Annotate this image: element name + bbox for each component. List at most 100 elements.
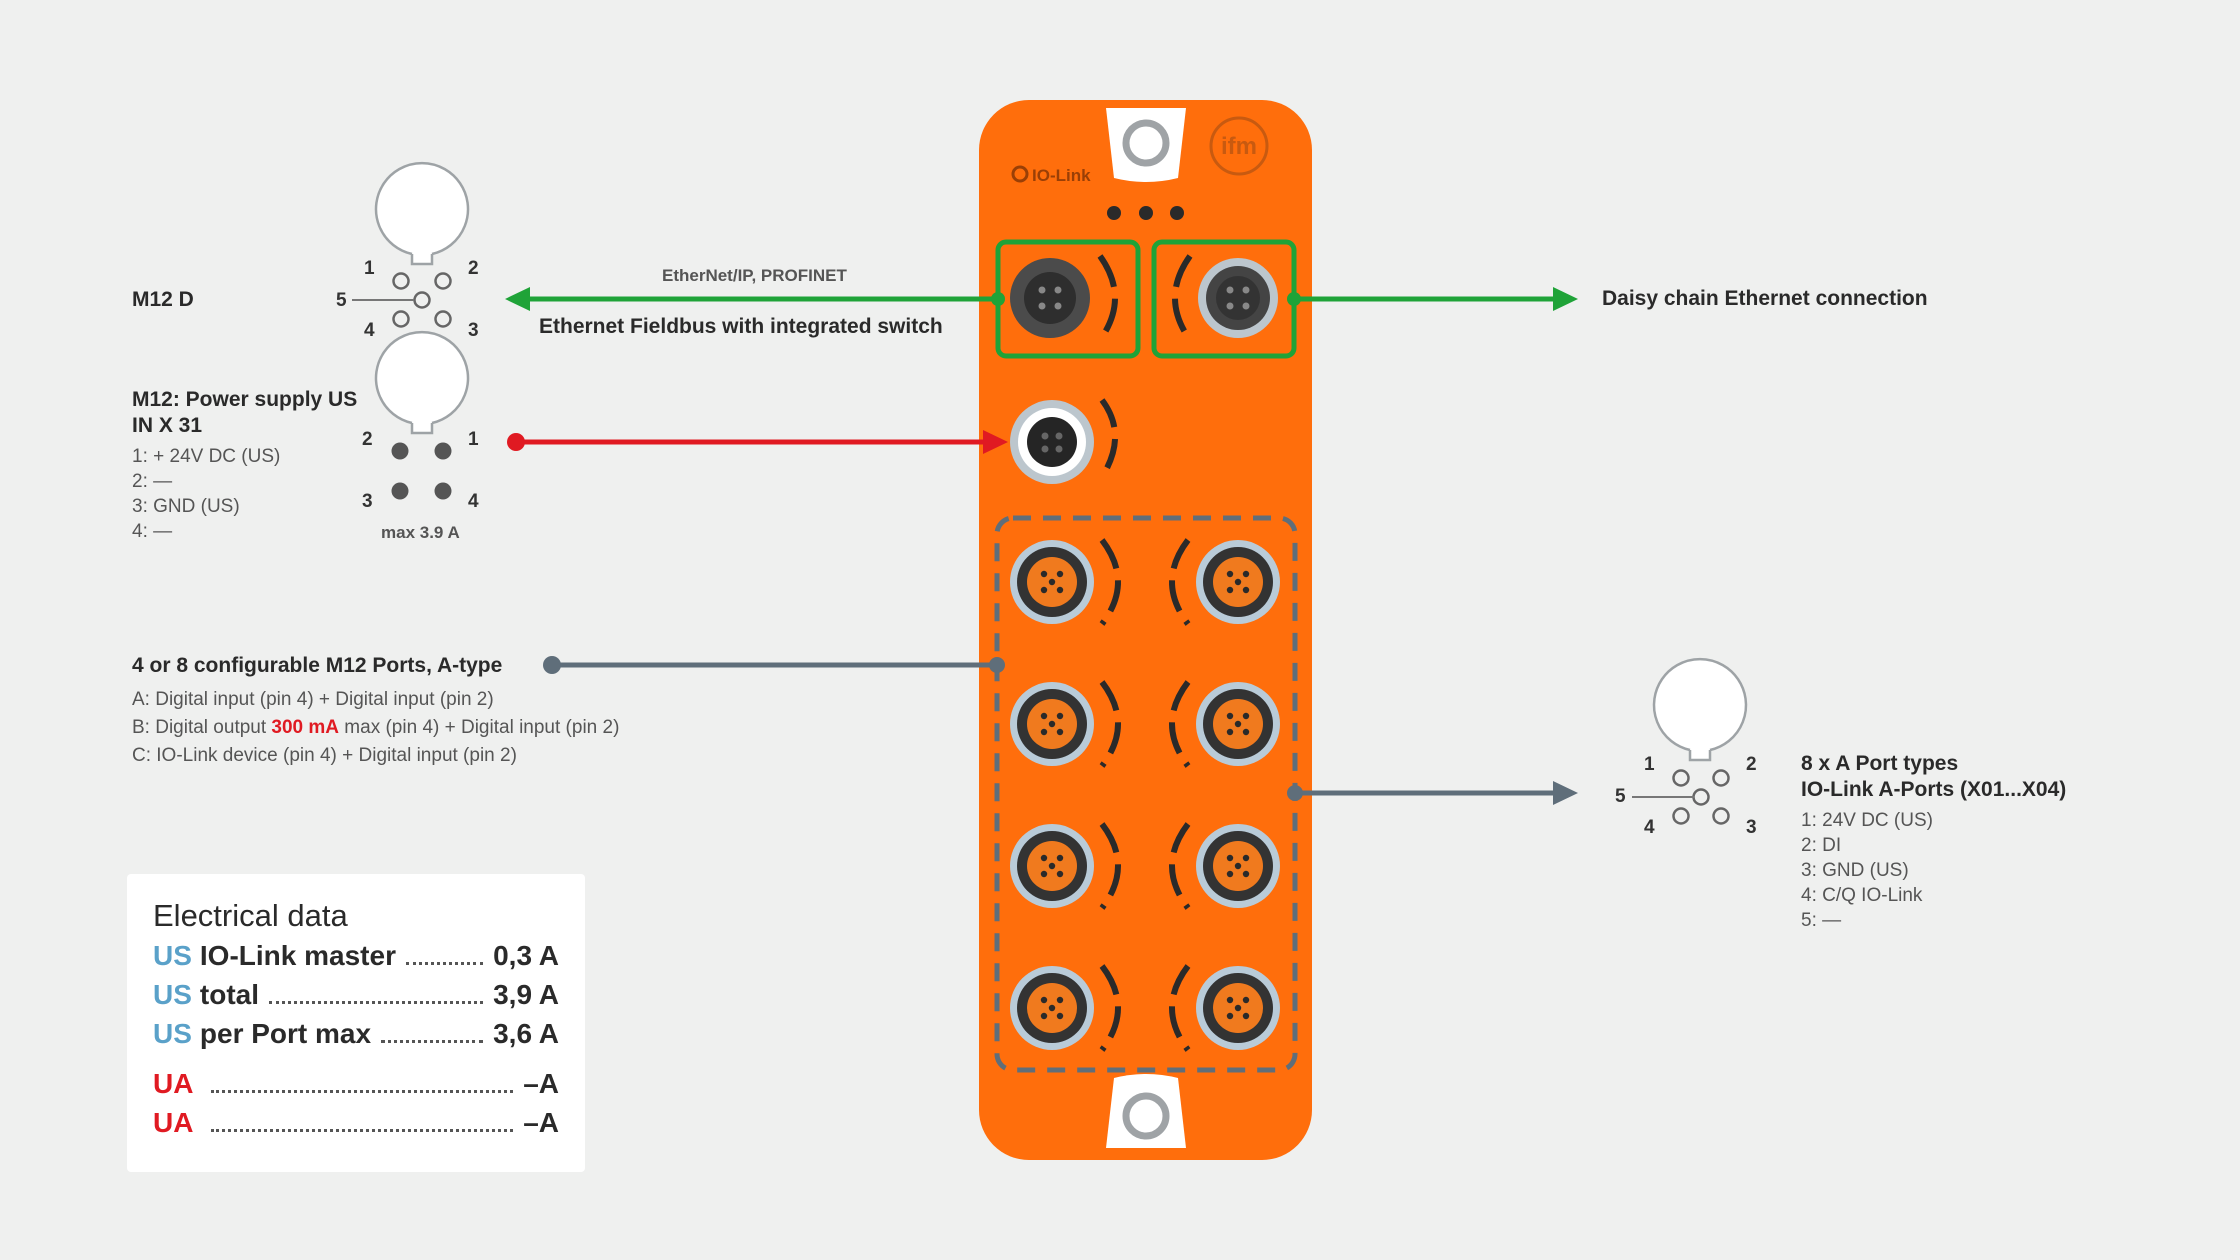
electrical-row-leader xyxy=(405,962,484,965)
m12d-pin-5: 5 xyxy=(336,290,347,311)
ports-line-c: C: IO-Link device (pin 4) + Digital inpu… xyxy=(132,745,517,766)
aport-pinnum-4: 4 xyxy=(1644,817,1655,838)
ports-line-b-pre: B: Digital output xyxy=(132,717,272,738)
power-title-line2: IN X 31 xyxy=(132,414,203,437)
m12d-pinout-icon xyxy=(352,161,470,328)
aport-pinnum-1: 1 xyxy=(1644,754,1655,775)
aport-pin-5: 5: — xyxy=(1801,910,1842,931)
ports-line-b: B: Digital output 300 mA max (pin 4) + D… xyxy=(132,714,619,742)
m12d-pin-4: 4 xyxy=(364,320,375,341)
electrical-row-prefix: US xyxy=(153,1018,192,1049)
electrical-row-ua-2: UA –A xyxy=(153,1107,559,1143)
a-port-socket xyxy=(1169,680,1280,768)
power-pinnum-3: 3 xyxy=(362,491,373,512)
m12d-pin-3: 3 xyxy=(468,320,479,341)
power-connector-x31 xyxy=(1010,398,1119,484)
a-port-socket xyxy=(1010,964,1121,1052)
ifm-logo-text: ifm xyxy=(1221,133,1257,160)
power-pin-2: 2: — xyxy=(132,471,173,492)
a-port-socket xyxy=(1010,680,1121,768)
aport-pin-3: 3: GND (US) xyxy=(1801,860,1909,881)
electrical-row-value: –A xyxy=(523,1068,559,1099)
aport-pin-4: 4: C/Q IO-Link xyxy=(1801,885,1923,906)
a-port-pinout-icon xyxy=(1632,657,1748,825)
electrical-row-per-port: US per Port max 3,6 A xyxy=(153,1018,559,1054)
status-leds xyxy=(1107,206,1184,220)
aport-title-line1: 8 x A Port types xyxy=(1801,752,1959,775)
electrical-row-prefix: US xyxy=(153,979,192,1010)
daisy-chain-label: Daisy chain Ethernet connection xyxy=(1602,287,1928,310)
a-port-socket xyxy=(1010,822,1121,910)
electrical-row-label: IO-Link master xyxy=(199,940,396,971)
ports-line-b-post: max (pin 4) + Digital input (pin 2) xyxy=(339,717,620,738)
ethernet-node-left xyxy=(991,292,1005,306)
m12d-pin-1: 1 xyxy=(364,258,375,279)
ports-line-a: A: Digital input (pin 4) + Digital input… xyxy=(132,689,494,710)
aport-pin-2: 2: DI xyxy=(1801,835,1842,856)
ports-node-frame xyxy=(989,657,1005,673)
electrical-row-leader xyxy=(211,1129,514,1132)
aport-pinnum-2: 2 xyxy=(1746,754,1757,775)
power-node xyxy=(507,433,525,451)
a-port-socket xyxy=(1169,822,1280,910)
electrical-data-title: Electrical data xyxy=(153,898,348,933)
ports-arrow-right xyxy=(1553,781,1578,805)
ports-description: A: Digital input (pin 4) + Digital input… xyxy=(132,686,619,770)
electrical-row-prefix: UA xyxy=(153,1107,194,1138)
power-pin-list: 1: + 24V DC (US) 2: — 3: GND (US) 4: — xyxy=(132,444,280,544)
top-mounting-hole xyxy=(1122,119,1170,167)
electrical-row-leader xyxy=(211,1090,514,1093)
bottom-mounting-hole xyxy=(1122,1092,1170,1140)
electrical-row-leader xyxy=(381,1040,484,1043)
ports-title: 4 or 8 configurable M12 Ports, A-type xyxy=(132,654,503,677)
power-pinout-icon xyxy=(374,330,470,500)
ifm-logo-icon: ifm xyxy=(1209,116,1269,176)
ports-node-left xyxy=(543,656,561,674)
m12d-pin-2: 2 xyxy=(468,258,479,279)
electrical-row-label: total xyxy=(199,979,260,1010)
power-max-current: max 3.9 A xyxy=(381,523,460,542)
aport-pin-list: 1: 24V DC (US) 2: DI 3: GND (US) 4: C/Q … xyxy=(1801,808,1933,933)
aport-title-line2: IO-Link A-Ports (X01...X04) xyxy=(1801,778,2067,801)
power-pin-3: 3: GND (US) xyxy=(132,496,240,517)
power-arrow xyxy=(983,430,1008,454)
a-type-ports xyxy=(1010,538,1280,1052)
ethernet-connector-x22 xyxy=(1172,254,1278,342)
a-port-socket xyxy=(1010,538,1121,626)
aport-pin-1: 1: 24V DC (US) xyxy=(1801,810,1933,831)
electrical-row-prefix: UA xyxy=(153,1068,194,1099)
electrical-row-prefix: US xyxy=(153,940,192,971)
ethernet-protocols: EtherNet/IP, PROFINET xyxy=(662,266,847,285)
ethernet-arrow-left xyxy=(505,287,530,311)
power-pinnum-2: 2 xyxy=(362,429,373,450)
ethernet-arrow-right xyxy=(1553,287,1578,311)
electrical-row-total: US total 3,9 A xyxy=(153,979,559,1015)
power-pinnum-1: 1 xyxy=(468,429,479,450)
electrical-row-label: per Port max xyxy=(199,1018,372,1049)
ethernet-node-right xyxy=(1287,292,1301,306)
power-title-line1: M12: Power supply US xyxy=(132,388,358,411)
electrical-row-value: 0,3 A xyxy=(493,940,559,971)
aport-pinnum-5: 5 xyxy=(1615,786,1626,807)
a-port-socket xyxy=(1169,538,1280,626)
ethernet-fieldbus-label: Ethernet Fieldbus with integrated switch xyxy=(539,315,943,338)
electrical-row-iolink-master: US IO-Link master 0,3 A xyxy=(153,940,559,976)
electrical-row-value: 3,9 A xyxy=(493,979,559,1010)
electrical-row-value: –A xyxy=(523,1107,559,1138)
power-pin-1: 1: + 24V DC (US) xyxy=(132,446,281,467)
a-port-socket xyxy=(1169,964,1280,1052)
electrical-row-value: 3,6 A xyxy=(493,1018,559,1049)
ports-line-b-current: 300 mA xyxy=(271,717,340,738)
io-link-logo-text: IO-Link xyxy=(1032,166,1091,185)
m12d-title: M12 D xyxy=(132,288,194,311)
electrical-row-ua-1: UA –A xyxy=(153,1068,559,1104)
aport-pinnum-3: 3 xyxy=(1746,817,1757,838)
ethernet-connector-x21 xyxy=(1010,254,1118,342)
power-pinnum-4: 4 xyxy=(468,491,479,512)
electrical-row-leader xyxy=(269,1001,484,1004)
top-mounting-tab xyxy=(1106,108,1186,182)
electrical-data-panel: Electrical data US IO-Link master 0,3 A … xyxy=(127,874,585,1172)
io-link-logo-icon: IO-Link xyxy=(1011,165,1091,185)
ports-node-right xyxy=(1287,785,1303,801)
